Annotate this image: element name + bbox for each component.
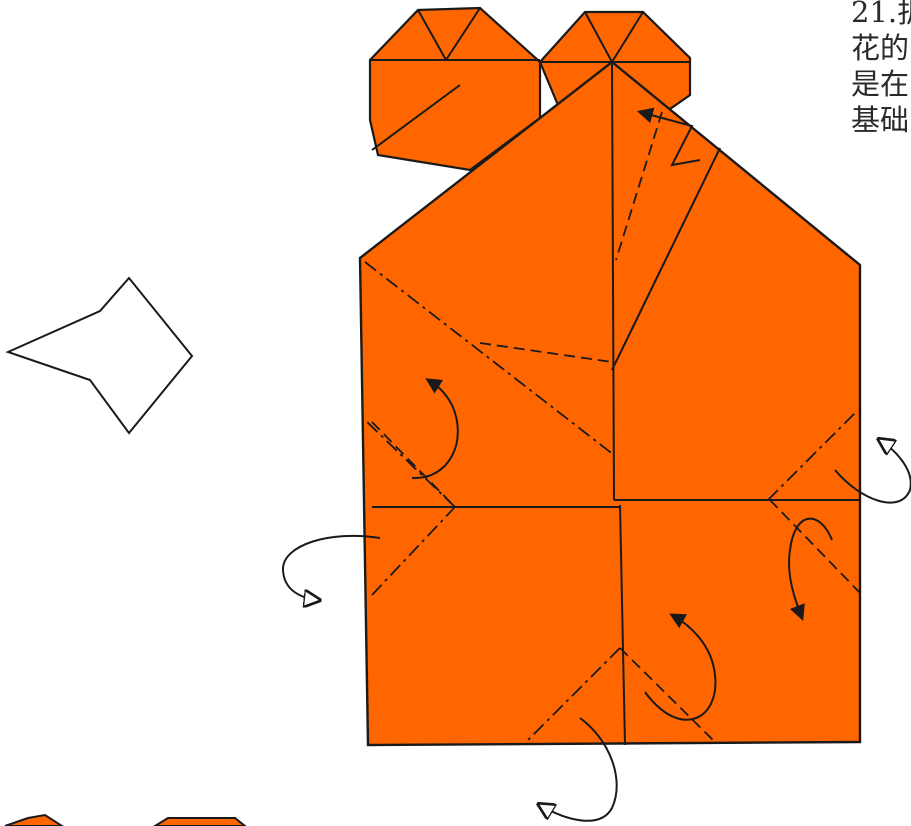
preview-outline-shape <box>8 278 192 433</box>
next-step-preview <box>5 815 245 826</box>
